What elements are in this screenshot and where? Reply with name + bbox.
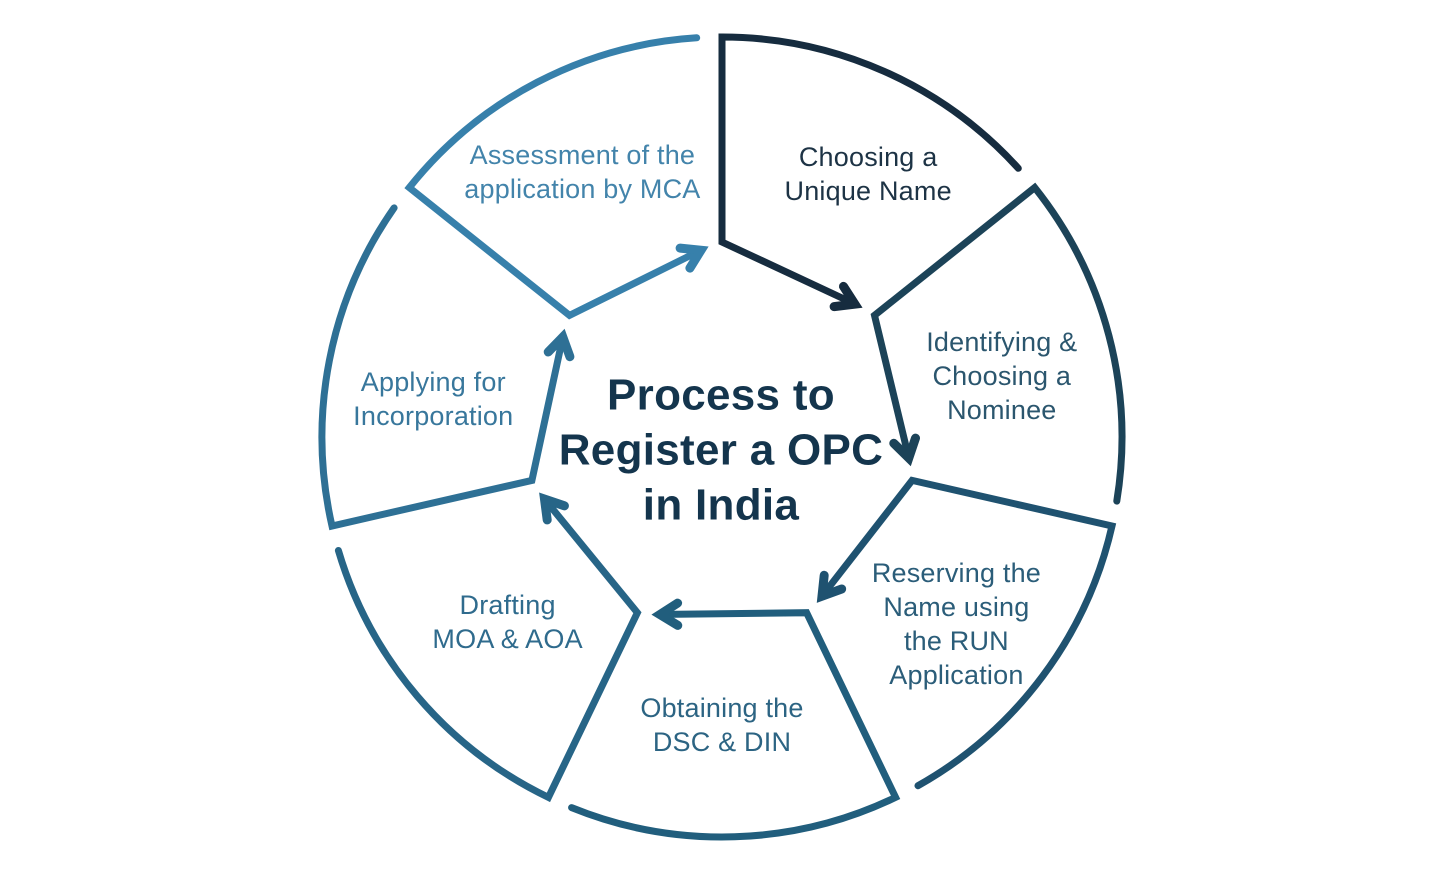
arrow-icon-choosing-unique-name [829, 281, 863, 312]
arrow-icon-assessment-application-mca [675, 243, 709, 273]
segment-outline-applying-for-incorporation [318, 204, 566, 531]
segment-outline-assessment-application-mca [404, 34, 701, 320]
segment-outline-choosing-unique-name [718, 33, 1022, 305]
segment-outline-identifying-choosing-nominee [870, 182, 1126, 505]
segment-outline-reserving-name-run-application [822, 476, 1117, 790]
arrow-icon-reserving-name-run-application [816, 570, 847, 603]
arrow-icon-obtaining-dsc-din [651, 598, 683, 630]
segment-outline-obtaining-dsc-din [568, 609, 901, 841]
arrow-icon-applying-for-incorporation [543, 328, 575, 362]
arrow-icon-drafting-moa-aoa [539, 492, 569, 525]
arrow-icon-identifying-choosing-nominee [889, 433, 920, 467]
diagram-title: Process to Register a OPC in India [558, 370, 884, 530]
segment-outline-drafting-moa-aoa [334, 500, 642, 803]
